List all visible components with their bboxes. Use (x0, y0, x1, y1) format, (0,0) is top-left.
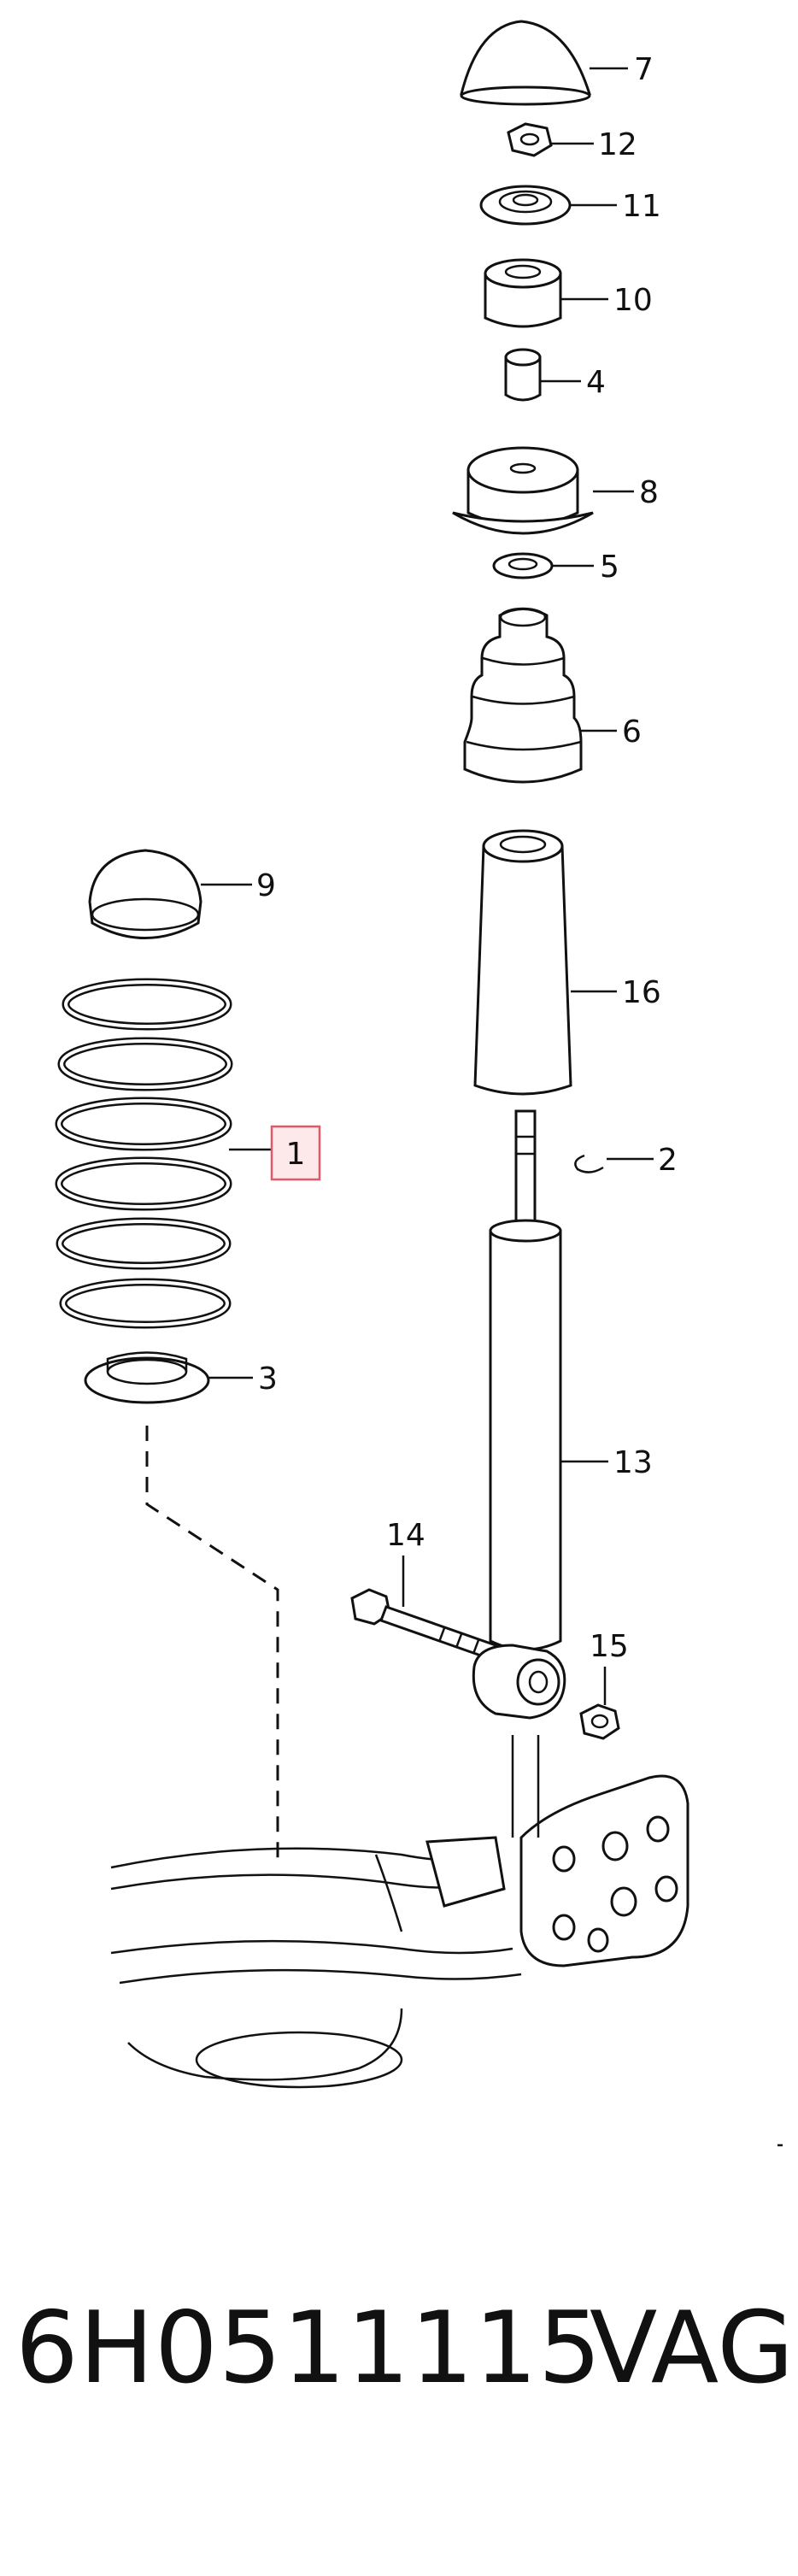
part-15-nut (579, 1667, 620, 1740)
callout-13: 13 (613, 1445, 653, 1480)
alignment-dashed-line (145, 1426, 279, 1863)
part-8-strut-mount (452, 446, 634, 535)
part-2-circlip (574, 1154, 654, 1173)
part-3-spring-seat (84, 1351, 253, 1404)
callout-7: 7 (634, 52, 654, 87)
rear-axle-beam (110, 1735, 689, 2089)
exploded-suspension-diagram: 7 12 11 10 4 8 5 (55, 20, 783, 2147)
shock-lower-eye (472, 1644, 566, 1720)
part-10-bush (484, 258, 608, 328)
callout-3: 3 (258, 1362, 278, 1397)
part-6-bump-stop (463, 607, 617, 784)
callout-14: 14 (386, 1518, 425, 1553)
callout-10: 10 (613, 283, 653, 318)
callout-11: 11 (622, 189, 661, 224)
part-9-spring-cap (88, 849, 252, 939)
part-7-dust-cap (460, 20, 628, 106)
callout-15: 15 (590, 1629, 629, 1664)
callout-1-highlight-box (270, 1125, 321, 1181)
callout-2: 2 (658, 1143, 678, 1178)
callout-6: 6 (622, 715, 642, 750)
caption: 6H0511115 VAG (0, 2291, 798, 2444)
part-number: 6H0511115 (15, 2291, 602, 2406)
callout-9: 9 (256, 868, 276, 903)
part-14-bolt (350, 1556, 514, 1667)
callout-12: 12 (598, 127, 637, 162)
callout-16: 16 (622, 975, 661, 1010)
part-12-nut (507, 122, 594, 157)
brand-label: VAG (590, 2291, 795, 2406)
part-5-ring (492, 552, 594, 579)
callout-5: 5 (600, 550, 619, 585)
part-13-shock-absorber (489, 1109, 608, 1651)
part-1-coil-spring (55, 978, 272, 1329)
callout-1: 1 (286, 1137, 306, 1172)
part-16-protective-tube (473, 829, 617, 1096)
part-4-sleeve (504, 348, 581, 402)
callout-4: 4 (586, 365, 606, 400)
callout-8: 8 (639, 475, 659, 510)
part-11-washer (479, 185, 617, 226)
